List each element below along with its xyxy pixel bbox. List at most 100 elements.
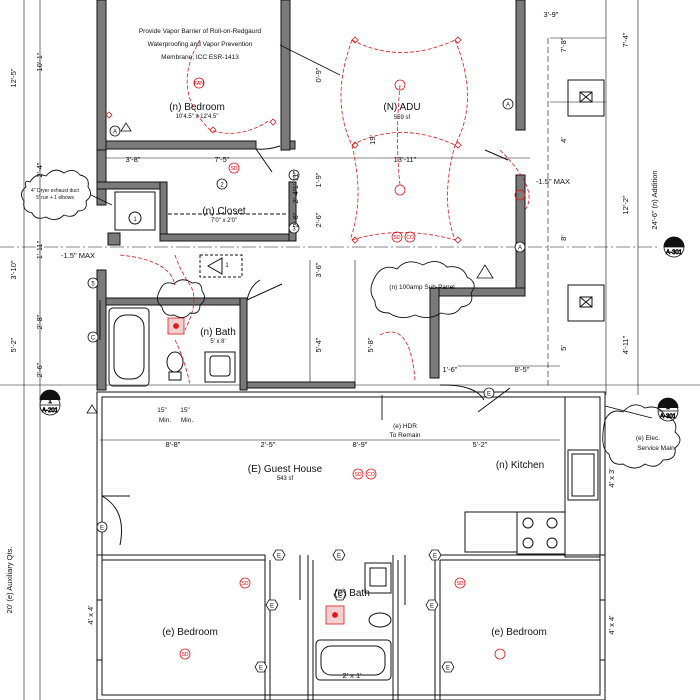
dimension: 2'-4" [291,188,300,203]
window-tag: 5 [91,282,95,288]
max-note: -1.5" MAX [536,177,570,186]
door-tag: E [100,526,104,532]
clearance-note: Min. [159,417,171,424]
section-sheet: A-201 [42,408,59,414]
smoke-detector-label: SD [231,166,238,172]
dimension: 12'-5" [9,68,18,87]
section-number: 2 [666,405,670,411]
dimension: 2'-5" [261,440,276,449]
dimension: 8'-9" [353,440,368,449]
walls [96,0,526,391]
dimension: 1'-11" [291,170,300,189]
dimension: 7'-8" [559,37,568,52]
dimension: 10'-1" [35,52,44,71]
dimension: 3'-6" [314,262,323,277]
tag-labels: A A 2 3 3 5 C E E A E E E E E E E E 1 1 [91,103,522,672]
dimension: 5'-8" [366,337,375,352]
door-tag: E [446,666,450,672]
smoke-detector-label: SD [457,581,464,587]
room-name-bath-existing: (e) Bath [334,588,370,599]
dimension: 2'-6" [35,362,44,377]
room-name-adu: (N) ADU [383,102,420,113]
room-size: 7'0" x 2'0" [211,218,237,224]
co-detector-label: CO [406,235,414,241]
room-name-closet: (n) Closet [202,206,246,217]
clearance-note: 15" [157,407,167,414]
door-tag: E [338,594,342,600]
window-tag: 1 [133,217,137,223]
window-tag: 3 [292,227,296,233]
dimension-strings: 3'-8" 7'-5" 13'-11" 8'-8" 2'-5" 8'-9" 5'… [9,10,630,680]
dimension: 1'-11" [35,240,44,259]
fan-label: FAN [194,81,204,87]
dimension: 1'-6" [443,365,458,374]
door-tag: C [91,336,96,342]
door-tag: A [506,103,510,109]
section-sheet: A-301 [660,414,677,420]
vapor-barrier-note: Provide Vapor Barrier of Roll-on-Redgaur… [139,28,262,35]
notes: Provide Vapor Barrier of Roll-on-Redgaur… [5,28,675,613]
smoke-detector-label: SD [394,235,401,241]
elec-service-note: (e) Elec. [636,435,660,442]
electrical-devices [105,36,526,660]
dimension: 8'-5" [515,365,530,374]
dimension: 2'-6" [291,212,300,227]
dimension: 1'-9" [314,172,323,187]
door-tag: E [430,604,434,610]
door-tag: E [270,604,274,610]
door-tag: E [337,554,341,560]
room-area: 543 sf [277,476,294,482]
door-tag: E [433,554,437,560]
dimension: 2'-4" [35,162,44,177]
room-name-guest-house: (E) Guest House [248,464,323,475]
smoke-detector-label: SD [242,581,249,587]
dimension: 3'-8" [126,155,141,164]
dimension: 5'-2" [9,337,18,352]
dimension: 13'-11" [394,155,417,164]
room-size: 5' x 8' [210,339,225,345]
dimension: 4' x 3' [607,468,616,488]
cloud-callouts [21,44,681,469]
dryer-note: 4" Dryer exhaust duct [31,188,80,194]
hdr-note: (e) HDR [393,423,417,430]
elec-service-note: Service Main [637,445,675,452]
room-size: 10'4.5" x 12'4.5" [176,114,219,120]
section-mark: 1 A-201 [39,389,61,416]
room-name-bedroom-new: (n) Bedroom [169,102,225,113]
smoke-detector-label: SD [355,472,362,478]
room-name-bath-new: (n) Bath [200,327,236,338]
dimension: 7'-5" [215,155,230,164]
section-number: 1 [48,399,52,405]
door-tag: E [487,392,491,398]
existing-walls [96,391,606,700]
dimension: 2' x 1' [342,671,362,680]
tag-markers [86,98,526,673]
section-mark: 2 A-301 [663,236,685,258]
room-name-bedroom-right: (e) Bedroom [491,627,547,638]
clearance-note: 15" [180,407,190,414]
dryer-note: 5' run + 1 elbows [36,195,74,201]
electrical-labels: SD SD SD SD CO CO FAN SD SD [182,81,464,658]
section-sheet: A-301 [666,250,683,256]
dimension: 3'-9" [544,10,559,19]
vapor-barrier-note: Waterproofing and Vapor Prevention [148,41,253,48]
door-tag: A [113,130,117,136]
section-number: 2 [672,241,676,247]
auxiliary-note: 20' (e) Auxiliary Qts. [5,547,14,614]
dimension: 19' [368,135,377,145]
section-mark: 2 A-301 [657,397,679,422]
door-tag: E [277,554,281,560]
dimension: 4' [559,137,568,143]
room-name-kitchen: (n) Kitchen [496,460,544,471]
dimension: 2'-8" [35,314,44,329]
window-tag: 1 [225,263,229,269]
dimension: 2'-6" [314,212,323,227]
window-tag: 2 [220,183,224,189]
dimension: 4' x 4' [86,605,95,625]
subpanel-note: (n) 100amp Sub-Panel [389,284,455,291]
room-labels: (n) Bedroom 10'4.5" x 12'4.5" (N) ADU 55… [162,102,547,638]
section-marks: 1 A-201 2 A-301 2 A-301 [39,236,685,422]
